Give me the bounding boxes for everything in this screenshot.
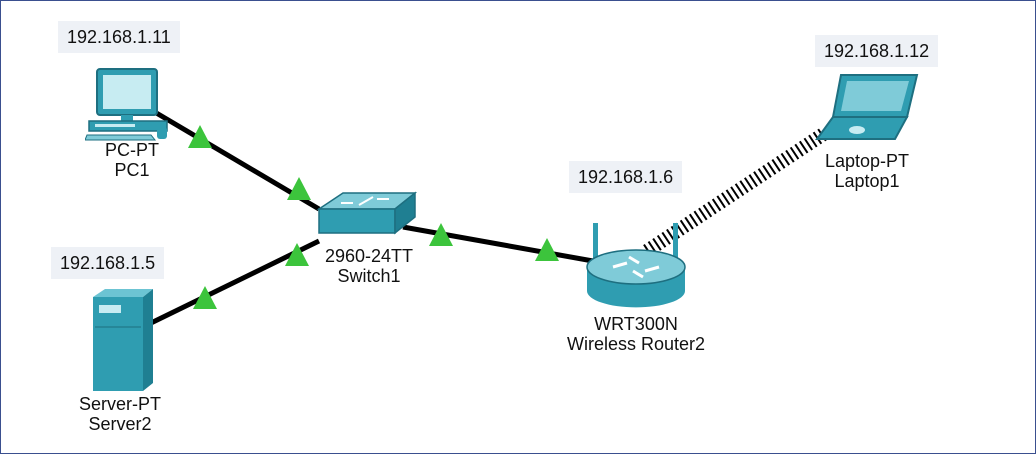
device-model: Laptop-PT bbox=[824, 151, 910, 171]
link-router2-laptop1-wireless[interactable] bbox=[643, 127, 829, 257]
link-up-indicator bbox=[285, 243, 309, 266]
link-up-indicator bbox=[287, 177, 311, 200]
router-icon[interactable] bbox=[581, 217, 693, 311]
laptop-icon[interactable] bbox=[811, 73, 923, 145]
device-label-router2: WRT300N Wireless Router2 bbox=[567, 314, 705, 354]
server-icon[interactable] bbox=[87, 287, 159, 395]
device-model: PC-PT bbox=[105, 140, 159, 160]
pc-icon[interactable] bbox=[85, 67, 181, 141]
device-label-pc1: PC-PT PC1 bbox=[105, 140, 159, 180]
link-switch1-router2[interactable] bbox=[402, 224, 594, 264]
link-up-indicator bbox=[429, 223, 453, 246]
device-name: Laptop1 bbox=[834, 171, 900, 191]
ip-label-laptop1: 192.168.1.12 bbox=[815, 35, 939, 67]
device-name: Server2 bbox=[88, 414, 152, 434]
link-up-indicator bbox=[535, 238, 559, 261]
ip-label-pc1: 192.168.1.11 bbox=[58, 21, 180, 53]
ip-label-server2: 192.168.1.5 bbox=[51, 247, 165, 279]
device-model: 2960-24TT bbox=[324, 246, 414, 266]
ip-label-router2: 192.168.1.6 bbox=[569, 161, 683, 193]
device-model: WRT300N bbox=[594, 314, 678, 334]
device-name: PC1 bbox=[114, 160, 150, 180]
device-label-switch1: 2960-24TT Switch1 bbox=[325, 246, 413, 286]
switch-icon[interactable] bbox=[311, 189, 421, 245]
device-model: Server-PT bbox=[78, 394, 162, 414]
device-name: Switch1 bbox=[337, 266, 401, 286]
link-up-indicator bbox=[188, 125, 212, 148]
device-name: Wireless Router2 bbox=[566, 334, 706, 354]
device-label-laptop1: Laptop-PT Laptop1 bbox=[825, 151, 909, 191]
device-label-server2: Server-PT Server2 bbox=[79, 394, 161, 434]
link-up-indicator bbox=[193, 286, 217, 309]
